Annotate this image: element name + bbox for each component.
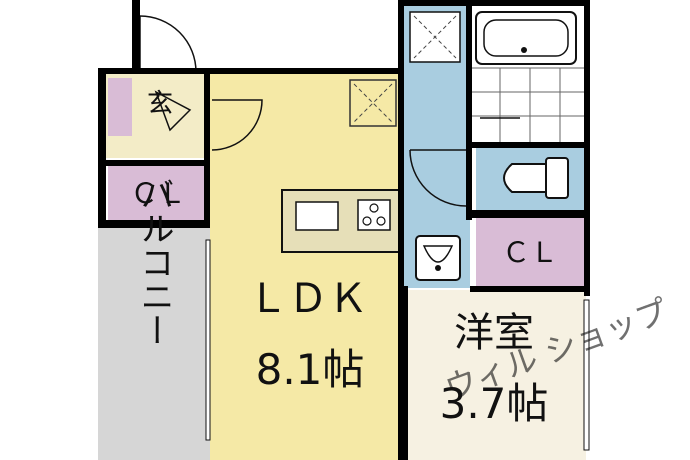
ldk-size-label: 8.1帖 — [256, 345, 365, 394]
closet-left-label: ＣＬ — [130, 177, 186, 210]
kitchen-sink-icon — [295, 201, 339, 231]
balcony-label: バルコニー — [134, 177, 174, 347]
bath-tile-grid — [470, 67, 586, 142]
western-room-label: 洋室 — [454, 310, 534, 356]
ldk-label: ＬＤＫ — [248, 276, 368, 322]
western-room-floor — [404, 290, 586, 460]
stove-icon — [357, 199, 391, 231]
genkan-label: 玄 — [147, 89, 173, 119]
western-room-size-label: 3.7帖 — [440, 379, 549, 428]
genkan-tile — [108, 78, 132, 136]
closet-right-floor — [476, 218, 586, 290]
fridge-space-icon — [349, 79, 397, 127]
window-frames — [205, 239, 590, 451]
ldk-floor — [210, 72, 404, 460]
balcony-floor — [98, 226, 210, 460]
bath-drain-icon — [521, 47, 527, 53]
toilet-bowl-icon — [503, 163, 547, 193]
bathtub-inner-icon — [483, 19, 569, 57]
toilet-tank-icon — [545, 157, 569, 199]
washbasin-icon — [415, 235, 461, 281]
walls — [98, 0, 590, 460]
closet-left-floor — [108, 166, 210, 220]
closet-right-label: ＣＬ — [502, 236, 558, 269]
